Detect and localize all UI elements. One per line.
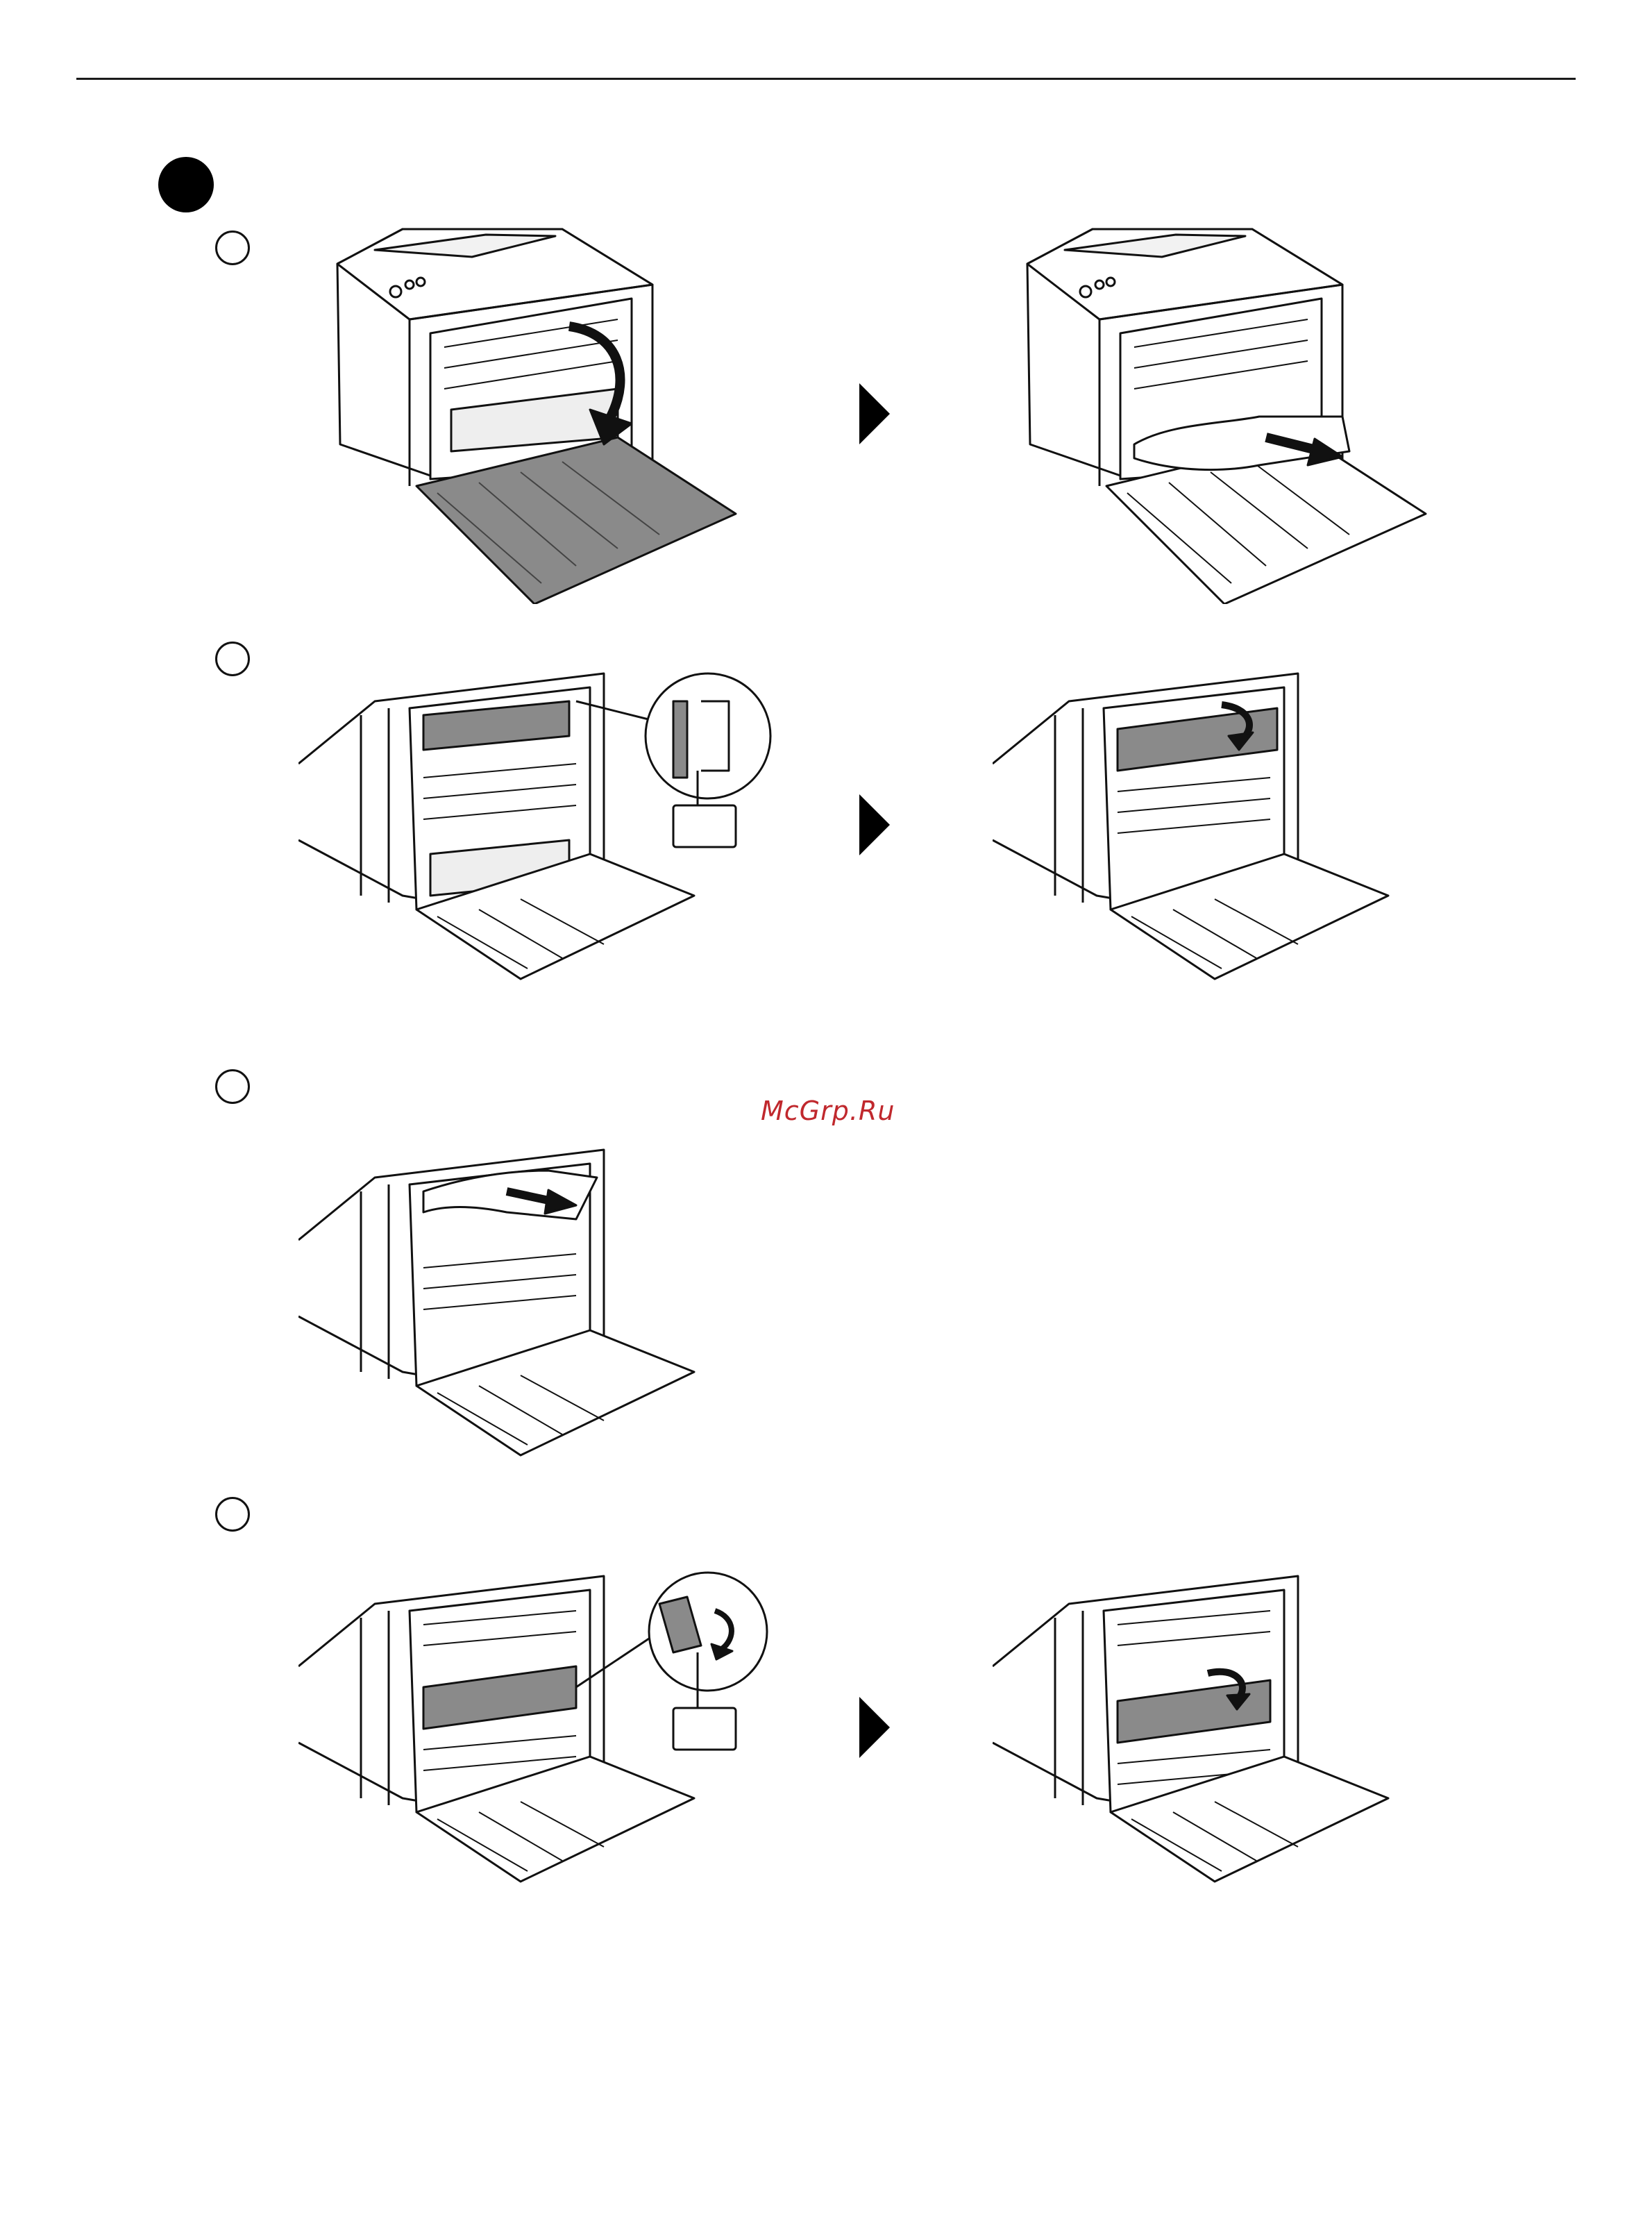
illustration-press-fuser-levers: [298, 660, 784, 986]
illustration-open-rear-cover: [326, 215, 757, 604]
section-marker-dot: [158, 157, 214, 212]
illustration-open-duplex-unit: [993, 1562, 1409, 1888]
illustration-pull-out-jammed-paper: [1016, 215, 1447, 604]
illustration-remove-paper-from-fuser: [298, 1136, 715, 1462]
illustration-press-duplex-levers: [298, 1562, 784, 1888]
step-4-circle: [215, 1497, 250, 1532]
top-rule: [76, 78, 1576, 80]
step-1-circle: [215, 231, 250, 265]
illustration-open-fuser-cover: [993, 660, 1409, 986]
watermark-text: McGrp.Ru: [761, 1096, 895, 1126]
step-4-next-arrow-icon: [859, 1697, 890, 1758]
step-2-circle: [215, 642, 250, 676]
step-3-circle: [215, 1069, 250, 1104]
step-1-next-arrow-icon: [859, 383, 890, 444]
step-2-next-arrow-icon: [859, 794, 890, 855]
